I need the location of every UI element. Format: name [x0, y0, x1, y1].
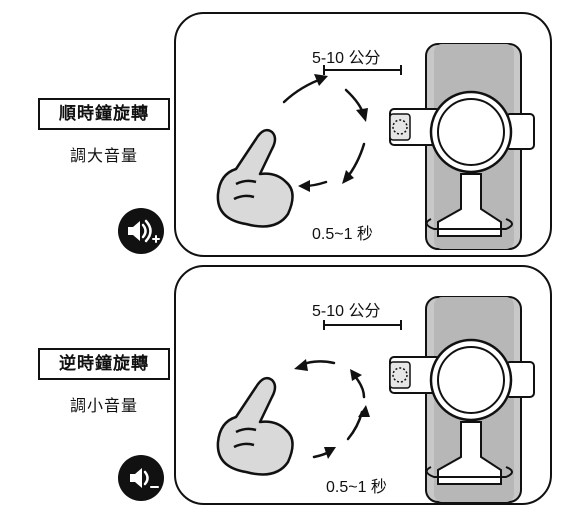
hand-icon — [216, 376, 294, 476]
clockwise-illustration — [216, 43, 535, 250]
clockwise-panel: 5-10 公分 0.5~1 秒 — [174, 12, 552, 257]
phone-mount-icon — [389, 296, 535, 503]
volume-up-icon — [118, 208, 164, 254]
volume-down-icon — [118, 455, 164, 501]
clockwise-arrows — [282, 76, 366, 188]
volume-up-text: 調大音量 — [69, 146, 138, 165]
counterclockwise-label: 逆時鐘旋轉 — [38, 348, 170, 380]
clockwise-label: 順時鐘旋轉 — [38, 98, 170, 130]
hand-icon — [216, 128, 294, 228]
volume-down-text: 調小音量 — [69, 396, 138, 415]
counterclockwise-panel: 5-10 公分 0.5~1 秒 — [174, 265, 552, 505]
duration-label: 0.5~1 秒 — [312, 226, 373, 243]
distance-label: 5-10 公分 — [312, 303, 381, 320]
counterclockwise-illustration — [216, 296, 535, 503]
phone-mount-icon — [389, 43, 535, 250]
distance-label: 5-10 公分 — [312, 50, 381, 67]
duration-label: 0.5~1 秒 — [326, 479, 387, 496]
